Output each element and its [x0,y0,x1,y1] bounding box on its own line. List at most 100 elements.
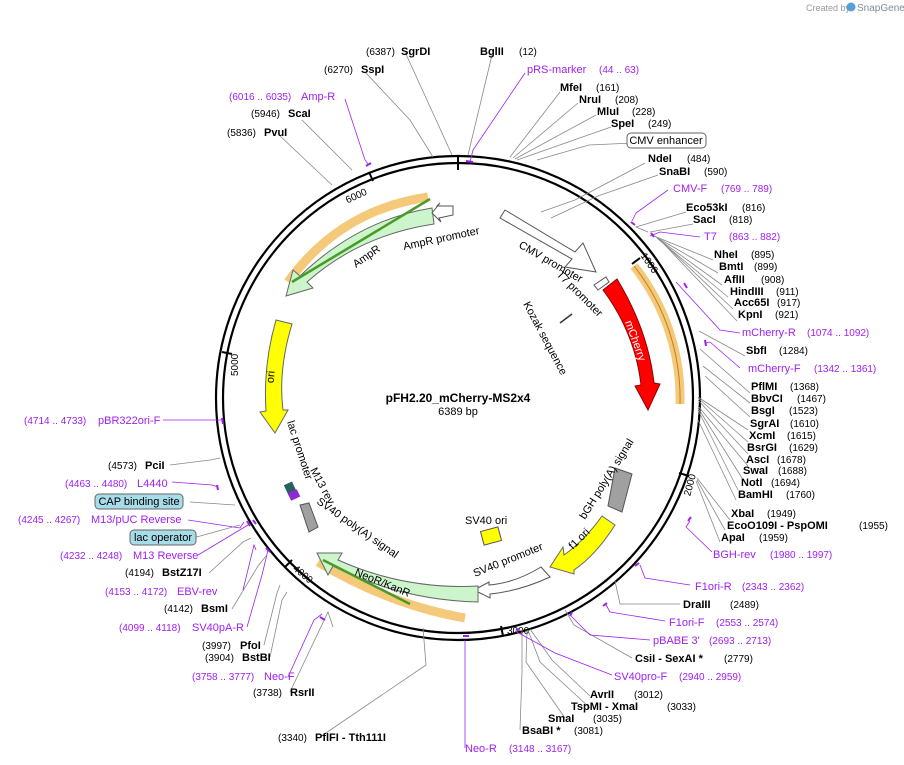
boxed-features: CMV enhancer CAP binding site lac operat… [94,132,707,546]
site-name: NruI [579,94,601,106]
cap-binding-site-box [94,493,184,510]
site-name: BsmI [201,603,228,615]
site-pos: (1688) [778,466,807,477]
ampr-inner-line [291,197,431,284]
site-name: PciI [145,460,165,472]
primer-name: F1ori-F [669,617,705,629]
kozak-mark [559,313,573,324]
site-name: NdeI [648,153,672,165]
site-name: BmtI [719,261,743,273]
site-pos: (895) [751,250,774,261]
plasmid-name: pFH2.20_mCherry-MS2x4 [386,391,531,405]
bgh-box [607,467,633,513]
site-pos: (1629) [789,443,818,454]
primer-pos: (2343 .. 2362) [742,582,804,593]
primer-marks [216,160,707,637]
site-name: NotI [741,477,762,489]
site-name: SpeI [611,118,634,130]
leader-lines [163,51,751,748]
primer-pos: (44 .. 63) [599,65,639,76]
primer-name: CMV-F [673,183,708,195]
primer-pos: (3758 .. 3777) [192,672,254,683]
primer-pos: (4153 .. 4172) [105,587,167,598]
t7-promoter-arrow [593,276,610,291]
ori-label: ori [265,370,278,383]
site-pos: (3340) [278,733,307,744]
sv40-ori-box [479,526,503,546]
site-pos: (3035) [593,714,622,725]
site-pos: (5946) [251,109,280,120]
primer-pos: (4463 .. 4480) [65,479,127,490]
primer-name: SV40pA-R [192,622,244,634]
site-name: AflII [724,274,745,286]
site-pos: (816) [742,203,765,214]
site-pos: (1678) [777,455,806,466]
site-pos: (590) [704,167,727,178]
site-pos: (921) [775,310,798,321]
primer-name: Amp-R [301,91,335,103]
primer-name: L4440 [137,478,168,490]
site-pos: (249) [648,119,671,130]
primer-name: mCherry-F [748,363,801,375]
primer-pos: (1980 .. 1997) [770,550,832,561]
site-name: BsrGI [747,442,777,454]
primer-pos: (4714 .. 4733) [24,416,86,427]
site-name: SgrDI [401,46,430,58]
site-name: BstBI [242,652,271,664]
neor-inner-line [322,558,411,606]
primer-name: T7 [704,231,717,243]
site-name: AscI [746,454,769,466]
primer-name: SV40pro-F [614,671,667,683]
site-name: BsaBI * [522,725,561,737]
site-pos: (6387) [366,47,395,58]
site-pos: (1959) [759,533,788,544]
lac-operator-label: lac operator [134,532,192,544]
sv40-promoter-arrow [472,566,551,599]
ampr-orf-band [284,192,429,285]
primer-name: EBV-rev [177,586,218,598]
site-pos: (1955) [859,521,888,532]
lac-promoter-mark [287,489,301,501]
primer-name: pBABE 3' [653,635,700,647]
site-pos: (5836) [227,128,256,139]
site-pos: (208) [615,95,638,106]
primer-name: mCherry-R [742,327,796,339]
site-pos: (1949) [767,509,796,520]
f1ori-arrow [549,515,616,575]
snapgene-logo-icon [846,2,856,12]
site-name: BsgI [751,405,775,417]
site-name: XcmI [749,430,775,442]
site-pos: (12) [519,47,537,58]
site-pos: (3738) [253,688,282,699]
site-name: SspI [361,64,384,76]
site-name: PvuI [264,127,287,139]
site-name: PfoI [240,640,261,652]
primer-pos: (6016 .. 6035) [229,92,291,103]
site-pos: (917) [777,298,800,309]
site-pos: (3033) [667,702,696,713]
site-pos: (1694) [771,478,800,489]
primer-pos: (2693 .. 2713) [709,636,771,647]
primer-name: M13/pUC Reverse [91,514,181,526]
site-name: NheI [714,249,738,261]
tick-marks [221,157,690,637]
site-pos: (2779) [724,654,753,665]
primer-pos: (4099 .. 4118) [119,623,181,634]
site-name: Eco53kI [686,202,728,214]
sv40-pa-box [299,502,319,533]
site-pos: (4573) [108,461,137,472]
site-name: PflMI [751,381,777,393]
site-pos: (1610) [790,419,819,430]
mcherry-orf-line [633,265,681,405]
site-pos: (3904) [205,653,234,664]
ampr-promoter-label: AmpR promoter [402,225,481,253]
site-pos: (228) [632,107,655,118]
site-pos: (1368) [790,382,819,393]
site-name: RsrII [290,687,314,699]
kozak-label: Kozak sequence [520,300,569,377]
primer-labels: pRS-marker (44 .. 63) (6016 .. 6035) Amp… [18,64,876,755]
site-pos: (161) [596,83,619,94]
site-pos: (6270) [324,65,353,76]
lac-operator-box [129,529,197,546]
plasmid-length: 6389 bp [438,406,478,418]
